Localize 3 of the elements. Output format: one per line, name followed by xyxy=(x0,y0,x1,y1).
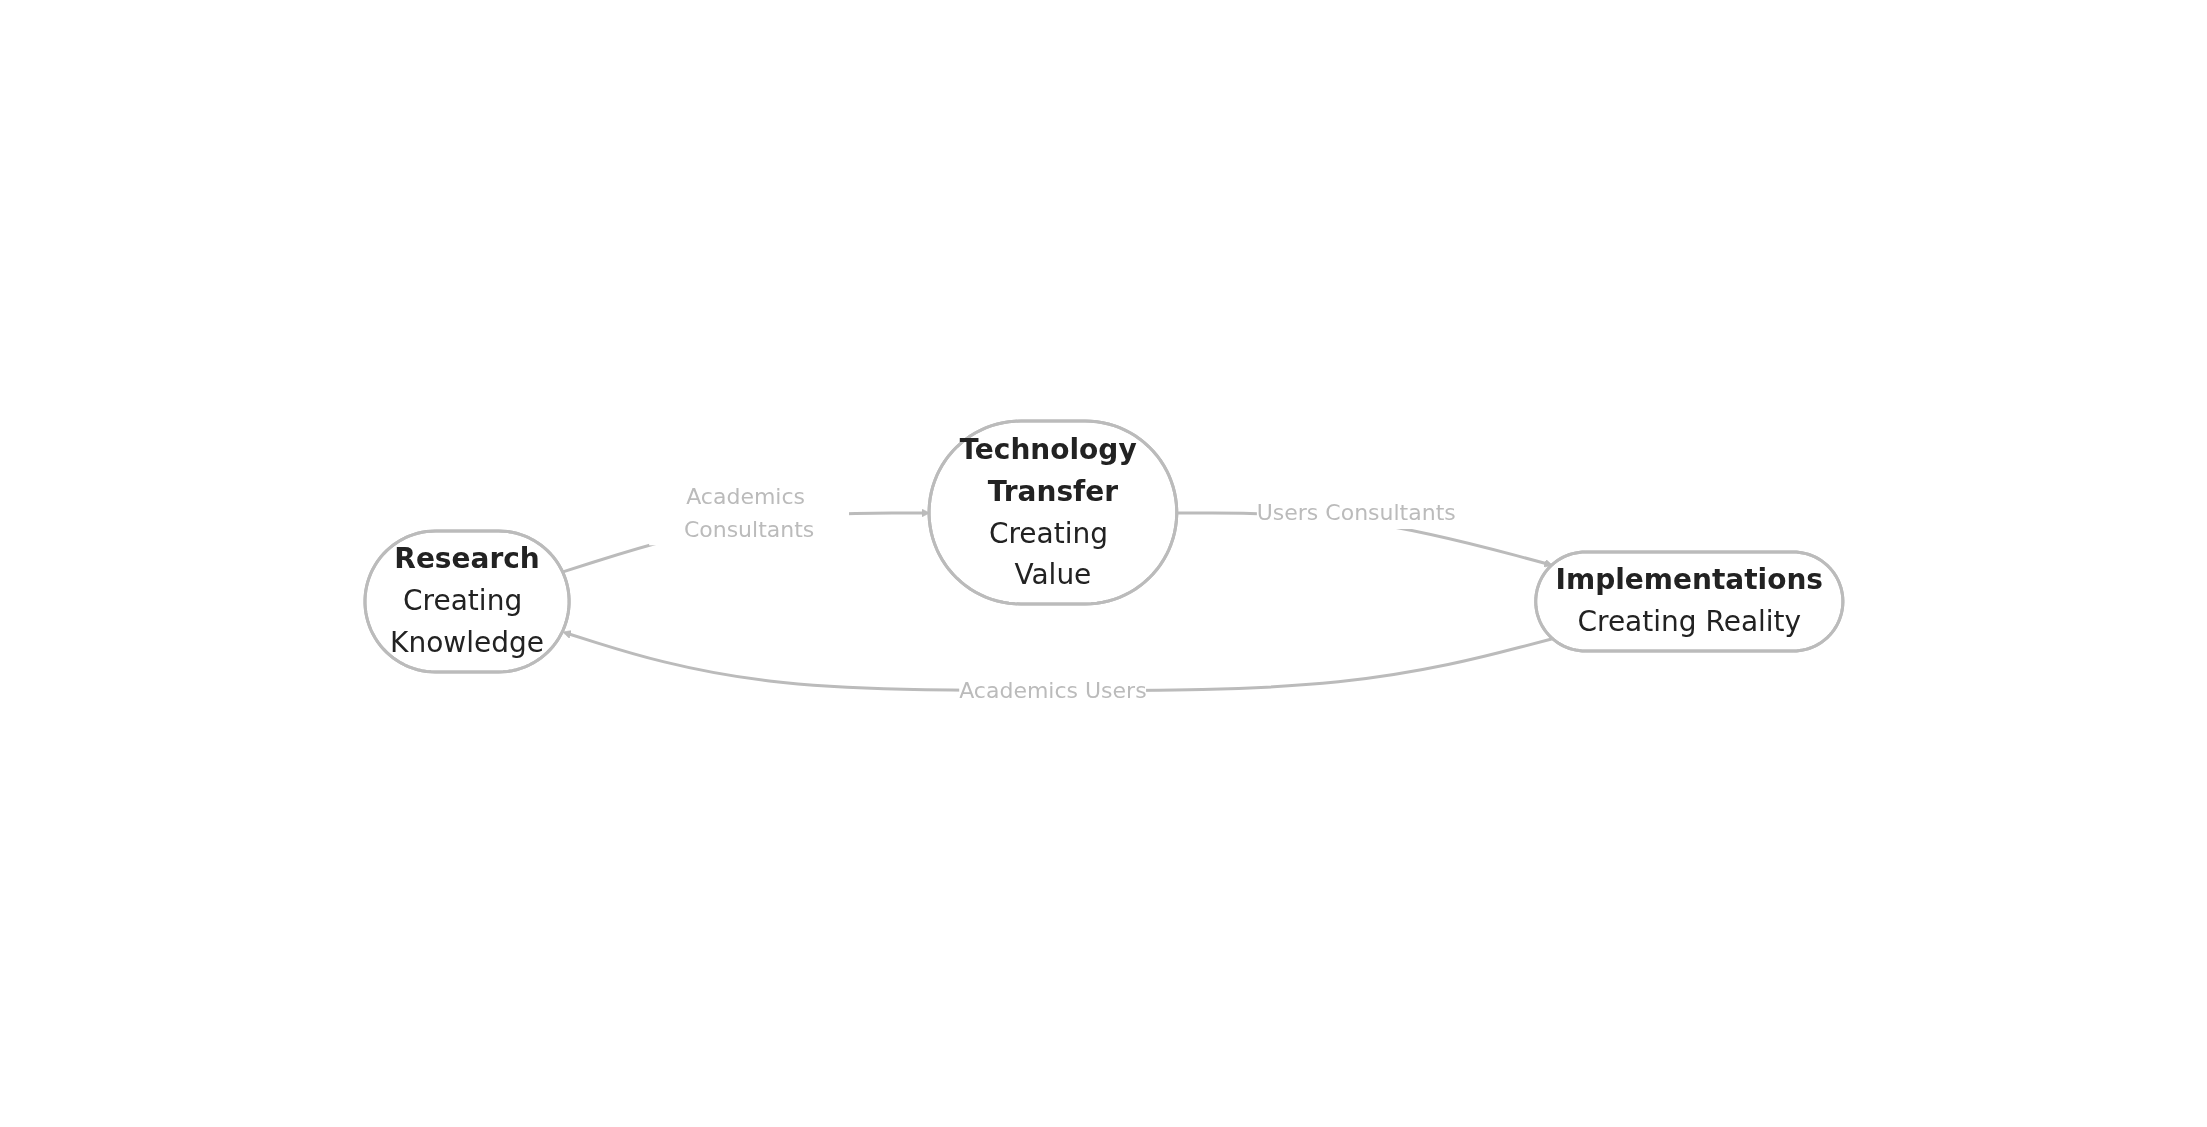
edge-label: Academics Consultants xyxy=(683,483,814,541)
edge-label: Academics Users xyxy=(958,677,1147,703)
edge-label: Users Consultants xyxy=(1256,499,1456,525)
